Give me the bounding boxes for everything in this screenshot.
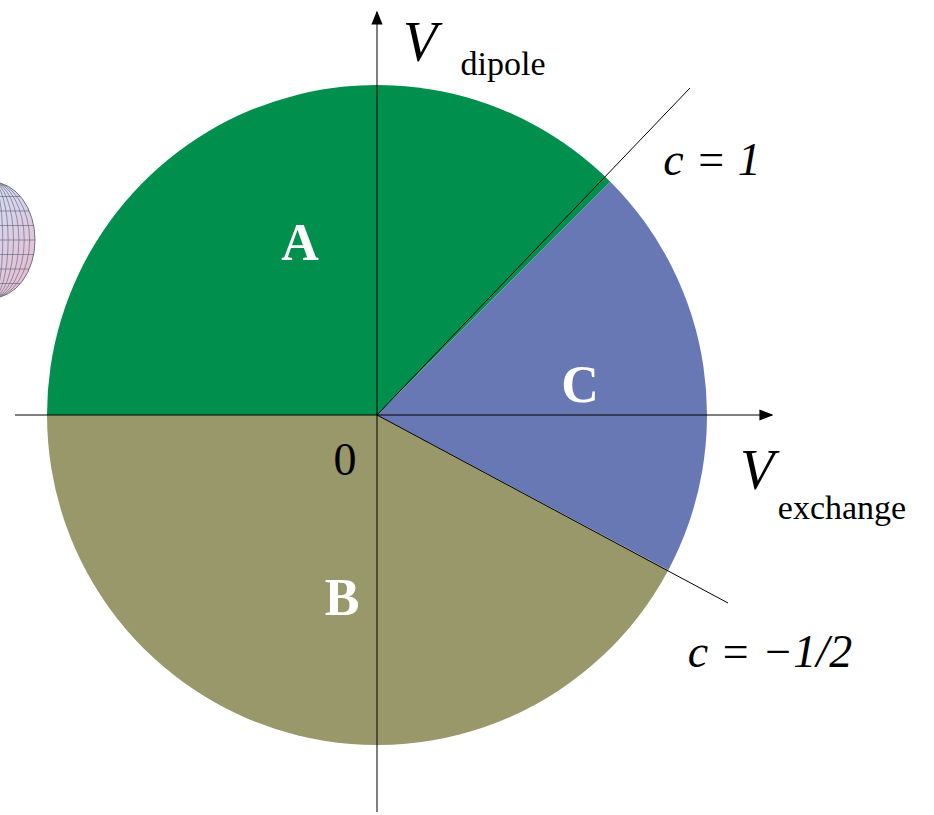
axis-symbol: V bbox=[403, 14, 437, 70]
origin-label: 0 bbox=[334, 437, 357, 483]
axis-symbol: V bbox=[740, 442, 774, 498]
boundary-line bbox=[377, 415, 728, 603]
y-axis bbox=[377, 12, 378, 812]
region-label: B bbox=[325, 572, 360, 624]
boundary-label: c = −1/2 bbox=[688, 629, 852, 675]
boundary-line bbox=[377, 88, 690, 415]
region-label: A bbox=[281, 217, 319, 269]
boundary-label: c = 1 bbox=[663, 137, 760, 183]
axis-subscript: dipole bbox=[461, 47, 546, 81]
x-axis bbox=[15, 415, 772, 416]
mesh bbox=[0, 182, 40, 298]
region-label: C bbox=[561, 359, 599, 411]
sector bbox=[377, 182, 707, 570]
axis-subscript: exchange bbox=[778, 491, 906, 525]
